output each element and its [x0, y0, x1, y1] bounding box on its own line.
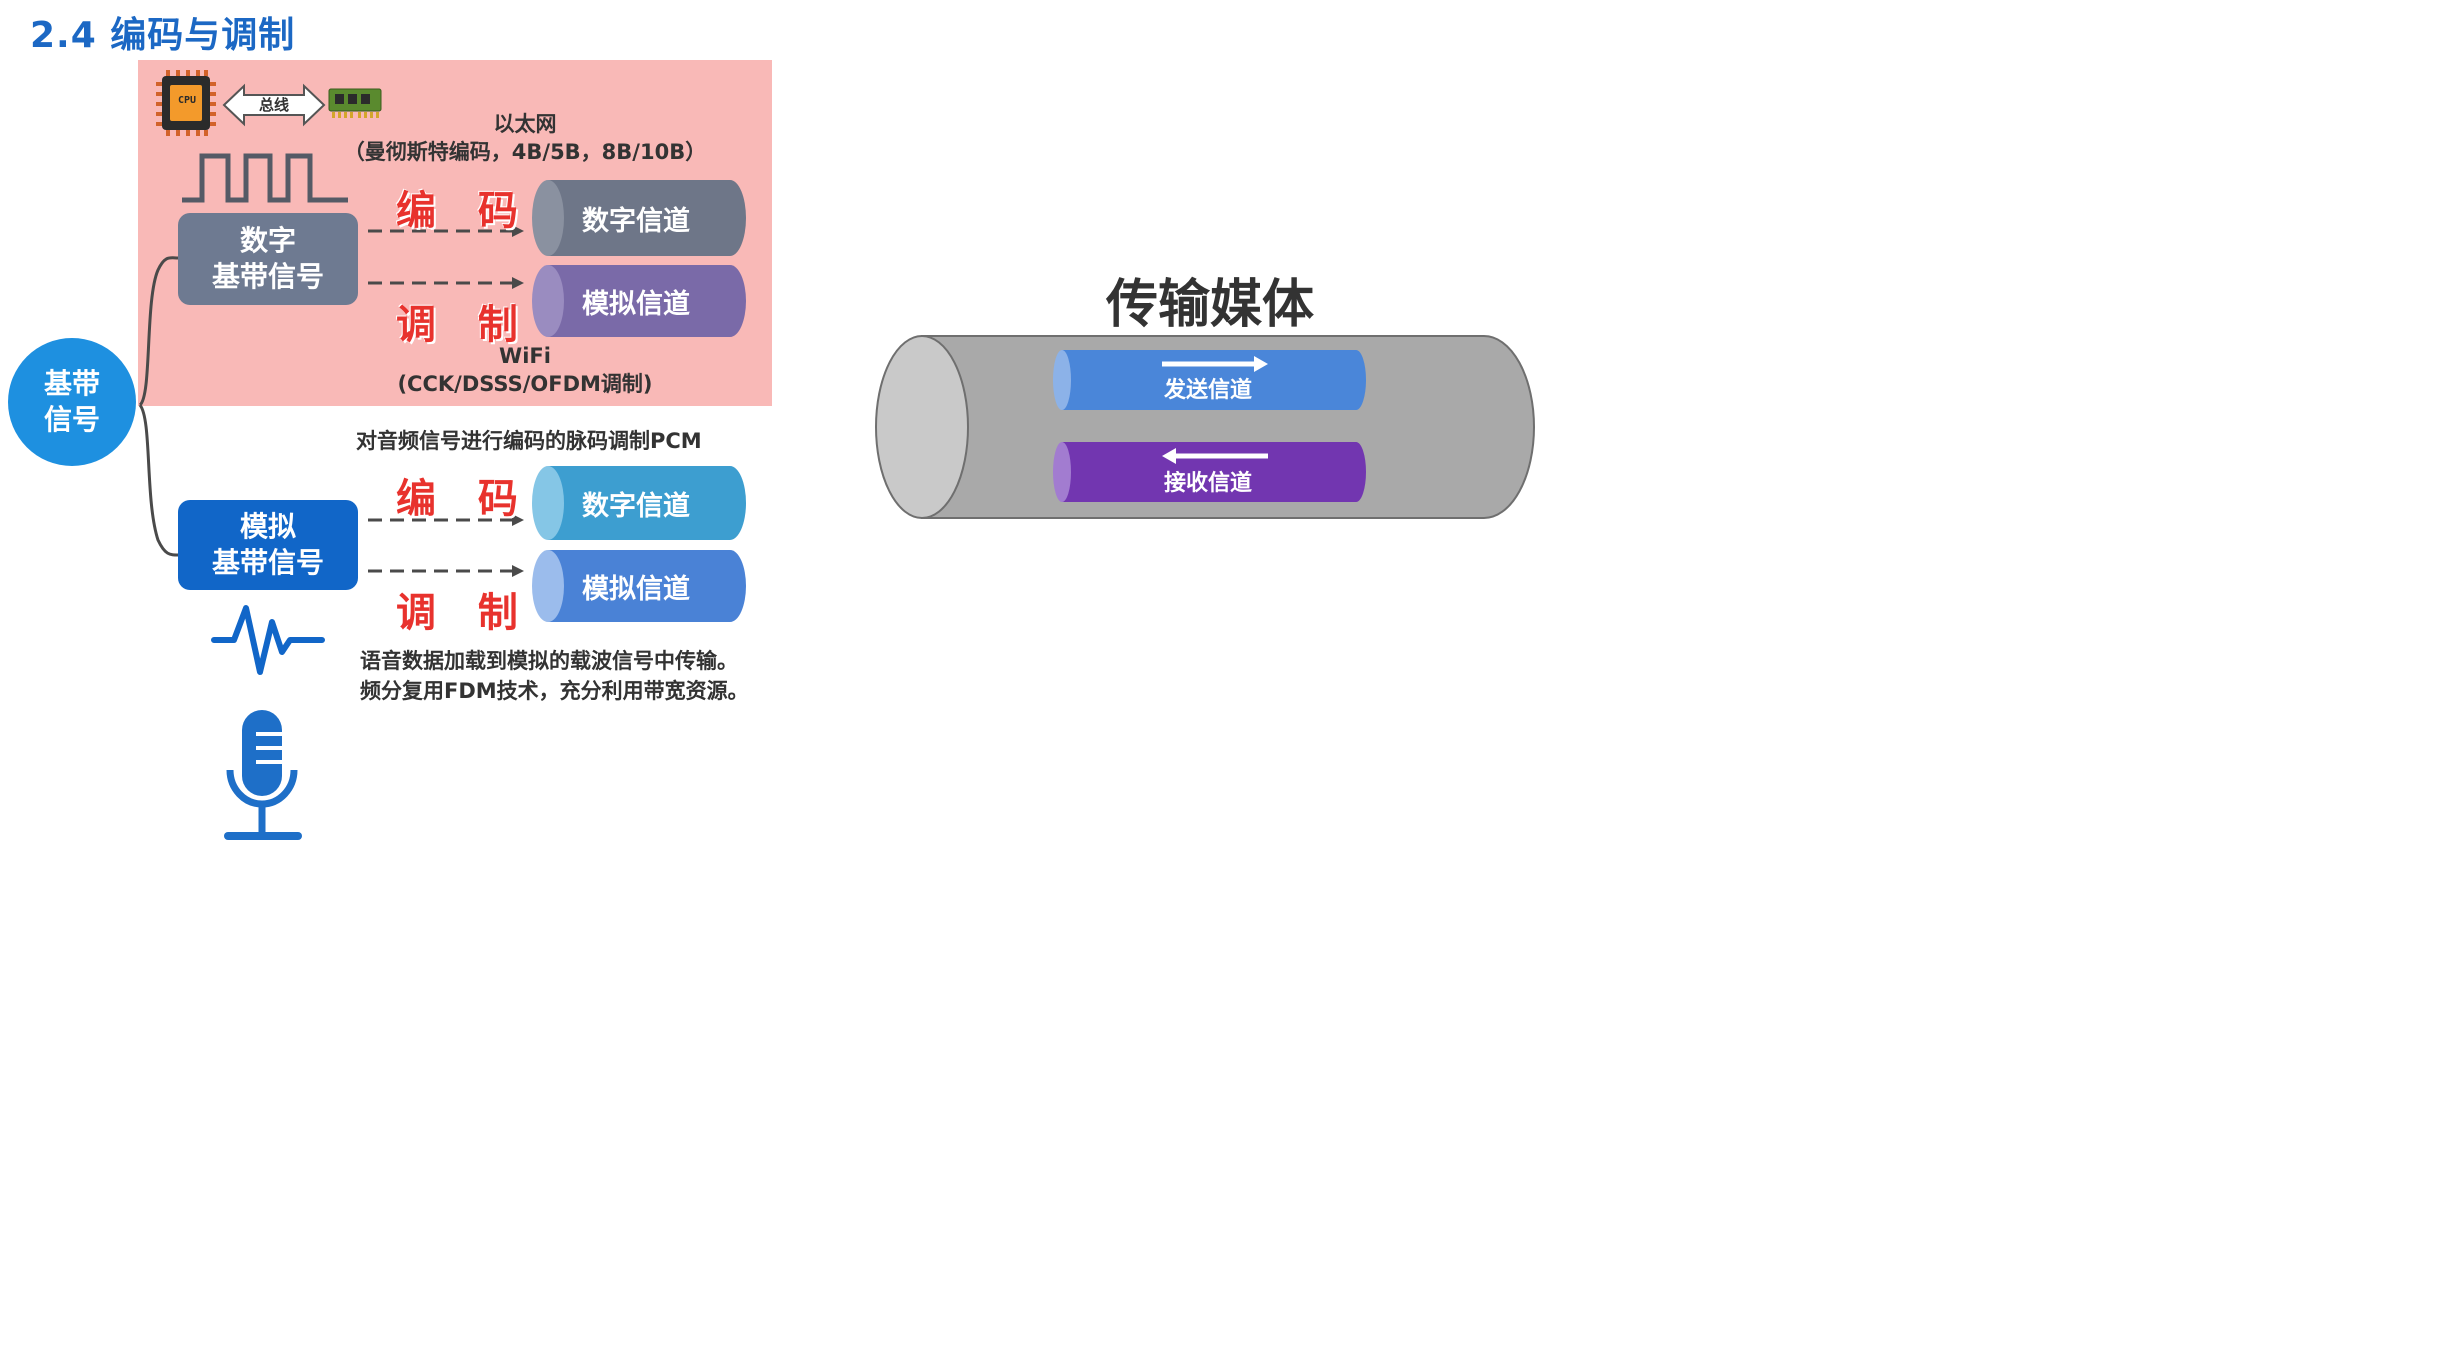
cpu-label: CPU: [177, 95, 197, 106]
transmission-medium-title: 传输媒体: [1105, 275, 1314, 335]
baseband-signal-node: 基带 信号: [8, 338, 136, 466]
analog-to-analog-channel-tube: [532, 550, 746, 622]
analog-wave-icon: [211, 605, 325, 675]
memory-chip-icon: [328, 88, 382, 118]
analog-channel-label-2: 模拟信道: [582, 573, 690, 605]
wifi-line2: (CCK/DSSS/OFDM调制): [397, 372, 653, 397]
analog-modulate-label: 调 制: [396, 590, 532, 636]
digital-channel-label-2: 数字信道: [582, 490, 690, 522]
wifi-line1: WiFi: [499, 344, 551, 368]
send-channel-label: 发送信道: [1163, 378, 1252, 403]
ethernet-line2: （曼彻斯特编码，4B/5B，8B/10B）: [343, 140, 707, 165]
digital-baseband-signal-box: 数字 基带信号: [178, 213, 358, 305]
wifi-note: WiFi (CCK/DSSS/OFDM调制): [370, 342, 680, 399]
analog-channel-label-1: 模拟信道: [582, 288, 690, 320]
voice-note-line2: 频分复用FDM技术，充分利用带宽资源。: [360, 679, 749, 704]
digital-to-analog-channel-tube: [532, 265, 746, 337]
voice-fdm-note: 语音数据加载到模拟的载波信号中传输。 频分复用FDM技术，充分利用带宽资源。: [360, 646, 770, 707]
analog-label-line2: 基带信号: [211, 546, 324, 579]
digital-label-line2: 基带信号: [211, 260, 324, 293]
receive-channel-label: 接收信道: [1163, 471, 1252, 496]
send-channel-tube: [1053, 350, 1366, 410]
digital-channel-label-1: 数字信道: [582, 205, 690, 237]
ethernet-note: 以太网 （曼彻斯特编码，4B/5B，8B/10B）: [340, 110, 710, 167]
bus-label: 总线: [258, 96, 289, 114]
receive-channel-tube: [1053, 442, 1366, 502]
square-wave-icon: [182, 153, 348, 203]
cpu-chip-icon: [156, 70, 216, 136]
digital-to-digital-channel-tube: [532, 180, 746, 256]
microphone-icon: [224, 710, 302, 840]
bus-double-arrow-icon: [222, 83, 326, 127]
page-title: 2.4 编码与调制: [30, 15, 296, 56]
voice-note-line1: 语音数据加载到模拟的载波信号中传输。: [360, 649, 738, 673]
ethernet-line1: 以太网: [493, 112, 557, 136]
digital-label-line1: 数字: [239, 223, 296, 257]
pcm-note: 对音频信号进行编码的脉码调制PCM: [356, 429, 702, 453]
baseband-label-line1: 基带: [43, 366, 100, 400]
baseband-label-line2: 信号: [43, 403, 100, 436]
analog-encode-label: 编 码: [396, 476, 532, 522]
digital-encode-label: 编 码: [396, 188, 532, 234]
digital-modulate-label: 调 制: [396, 302, 532, 348]
analog-baseband-signal-box: 模拟 基带信号: [178, 500, 358, 590]
analog-label-line1: 模拟: [239, 509, 296, 543]
analog-to-digital-channel-tube: [532, 466, 746, 540]
connector-lines: [138, 225, 524, 577]
